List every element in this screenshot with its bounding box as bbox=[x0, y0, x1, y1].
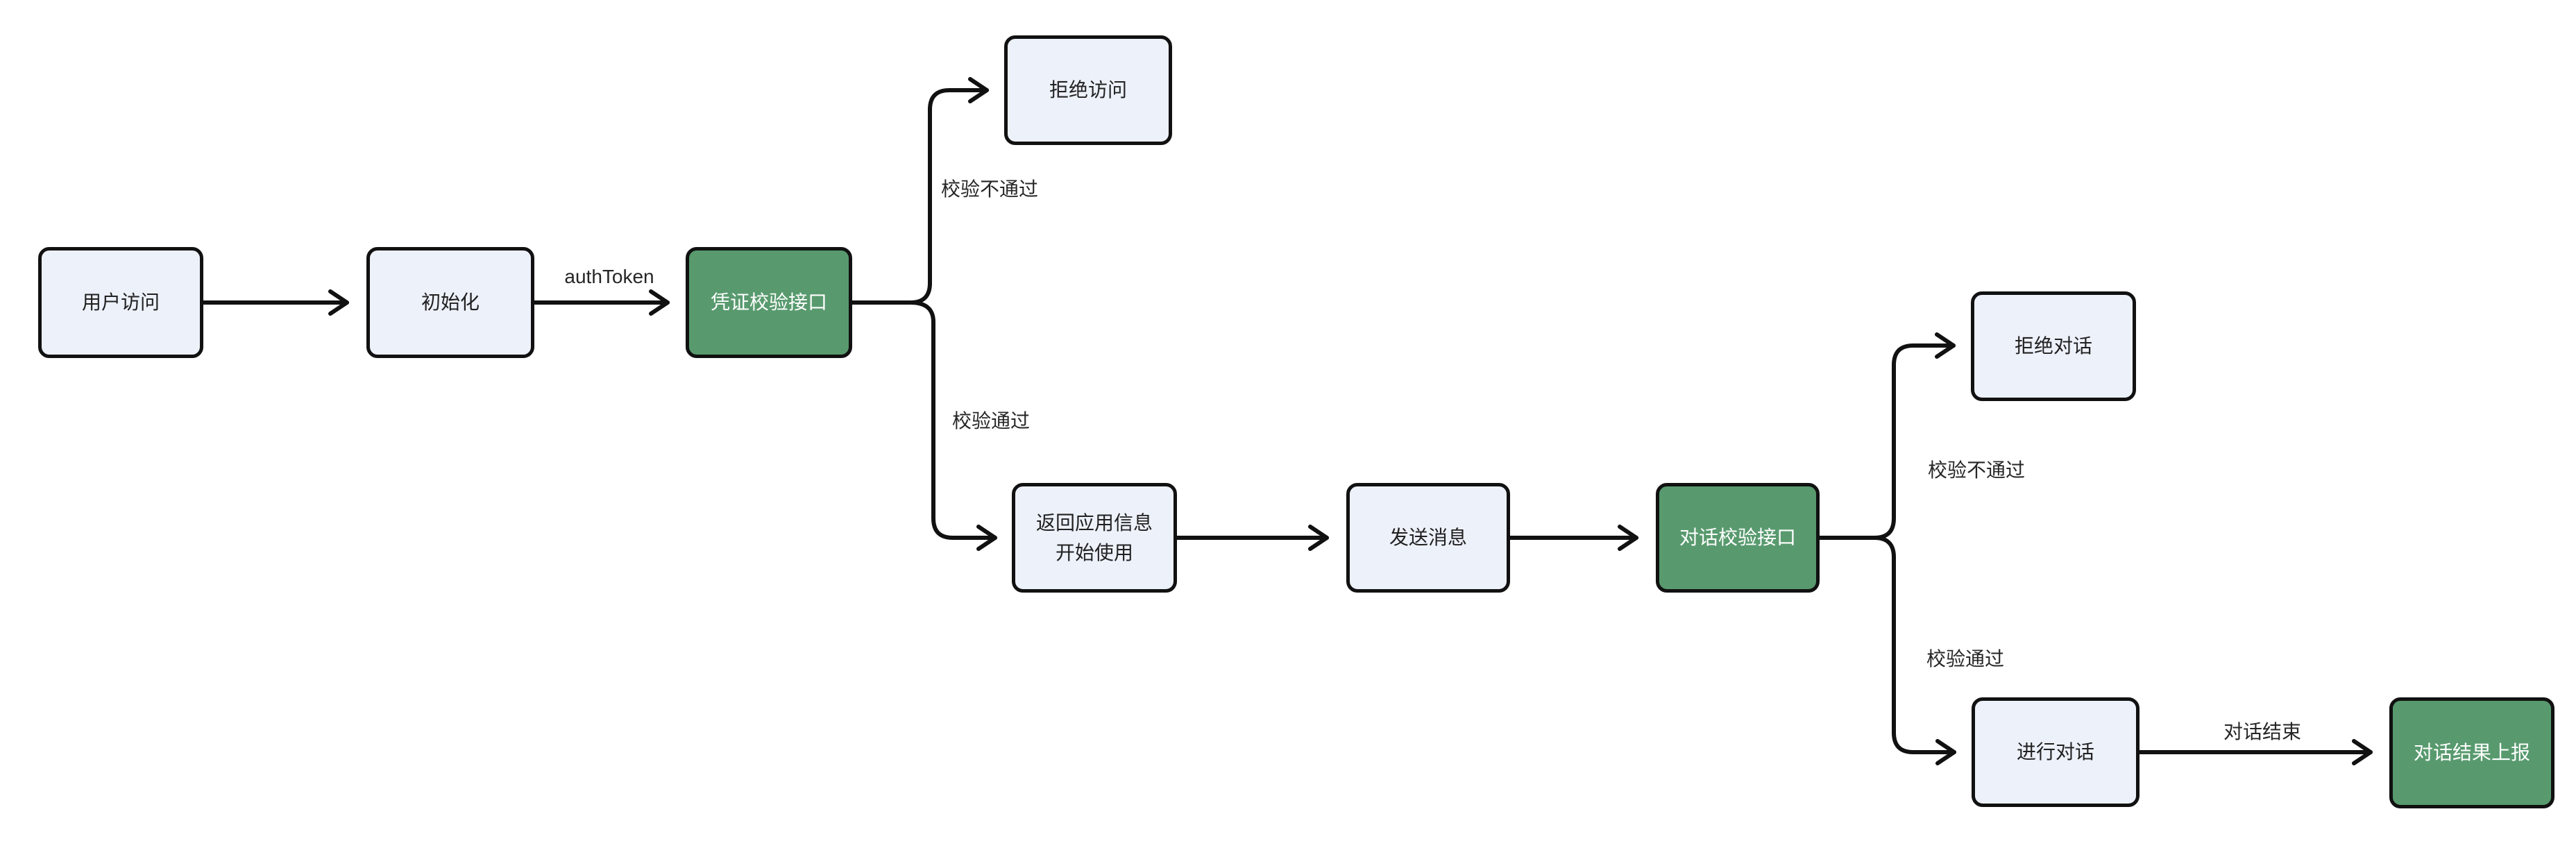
edge-credential-check-to-return-app-info bbox=[850, 300, 997, 551]
node-dialog-check-api: 对话校验接口 bbox=[1656, 483, 1820, 593]
edge-dialog-check-to-conduct-dialog bbox=[1817, 536, 1956, 765]
edge-dialog-check-to-deny-dialog bbox=[1817, 332, 1956, 540]
edge-label-check-fail-1: 校验不通过 bbox=[940, 178, 1039, 200]
node-init: 初始化 bbox=[366, 247, 534, 358]
node-return-app-info: 返回应用信息 开始使用 bbox=[1012, 483, 1177, 593]
node-send-message: 发送消息 bbox=[1346, 483, 1510, 593]
edge-label-dialog-end: 对话结束 bbox=[2223, 721, 2302, 742]
node-deny-dialog: 拒绝对话 bbox=[1971, 291, 2136, 401]
node-conduct-dialog: 进行对话 bbox=[1972, 697, 2139, 807]
node-dialog-result-report: 对话结果上报 bbox=[2389, 697, 2554, 808]
node-deny-access: 拒绝访问 bbox=[1004, 35, 1172, 145]
edge-label-check-pass-1: 校验通过 bbox=[951, 410, 1031, 432]
edge-label-check-pass-2: 校验通过 bbox=[1926, 648, 2005, 670]
edge-label-authtoken: authToken bbox=[564, 266, 654, 287]
node-user-access: 用户访问 bbox=[38, 247, 203, 358]
edge-label-check-fail-2: 校验不通过 bbox=[1927, 459, 2026, 481]
node-credential-check-api: 凭证校验接口 bbox=[686, 247, 852, 358]
